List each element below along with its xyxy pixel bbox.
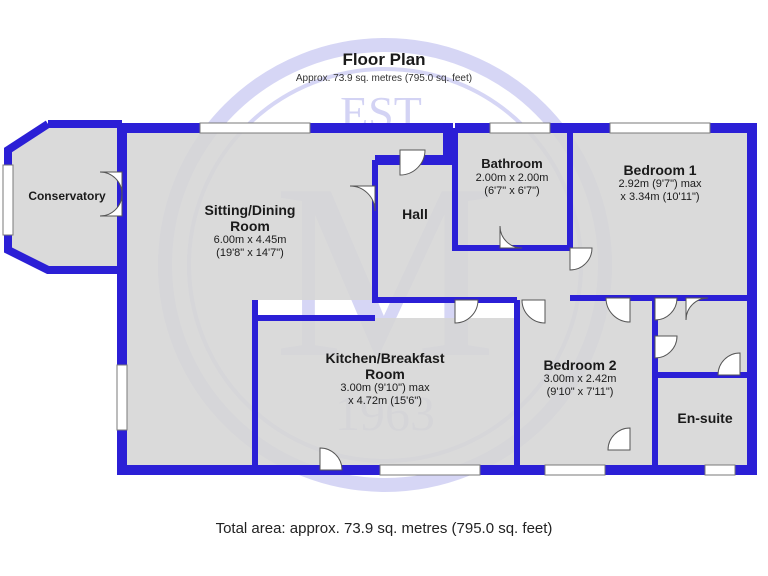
bathroom-dim-metric: 2.00m x 2.00m <box>475 172 549 184</box>
bedroom1-dim-imperial: x 3.34m (10'11") <box>620 191 700 203</box>
door-swings <box>99 149 741 471</box>
kitchen-dim-imperial: x 4.72m (15'6") <box>348 395 422 407</box>
kitchen-name-line1: Kitchen/Breakfast <box>325 350 445 366</box>
plan-subtitle: Approx. 73.9 sq. metres (795.0 sq. feet) <box>295 73 473 84</box>
sitting-room-dim-imperial: (19'8" x 14'7") <box>216 247 284 259</box>
bedroom1-name: Bedroom 1 <box>623 162 697 178</box>
hall-label: Hall <box>402 206 428 222</box>
bedroom1-label: Bedroom 1 2.92m (9'7") max x 3.34m (10'1… <box>595 162 725 204</box>
plan-title: Floor Plan <box>342 50 426 69</box>
kitchen-label: Kitchen/Breakfast Room 3.00m (9'10") max… <box>300 350 470 408</box>
bedroom1-dim-metric: 2.92m (9'7") max <box>618 178 702 190</box>
floor-areas <box>8 124 750 468</box>
bedroom2-label: Bedroom 2 3.00m x 2.42m (9'10" x 7'11") <box>520 357 640 399</box>
total-area-footer: Total area: approx. 73.9 sq. metres (795… <box>215 520 553 537</box>
conservatory-label: Conservatory <box>28 189 106 203</box>
bedroom2-name: Bedroom 2 <box>543 357 617 373</box>
bedroom2-dim-imperial: (9'10" x 7'11") <box>546 386 614 398</box>
sitting-room-name-line2: Room <box>230 218 270 234</box>
sitting-room-dim-metric: 6.00m x 4.45m <box>213 234 287 246</box>
bathroom-label: Bathroom 2.00m x 2.00m (6'7" x 6'7") <box>462 156 562 198</box>
sitting-room-name-line1: Sitting/Dining <box>204 202 296 218</box>
kitchen-dim-metric: 3.00m (9'10") max <box>340 382 430 394</box>
kitchen-name-line2: Room <box>365 366 405 382</box>
windows <box>2 122 736 476</box>
bathroom-dim-imperial: (6'7" x 6'7") <box>484 185 540 197</box>
ensuite-label: En-suite <box>677 410 733 426</box>
bedroom2-dim-metric: 3.00m x 2.42m <box>543 373 617 385</box>
bathroom-name: Bathroom <box>481 156 543 171</box>
sitting-room-label: Sitting/Dining Room 6.00m x 4.45m (19'8"… <box>160 202 340 260</box>
